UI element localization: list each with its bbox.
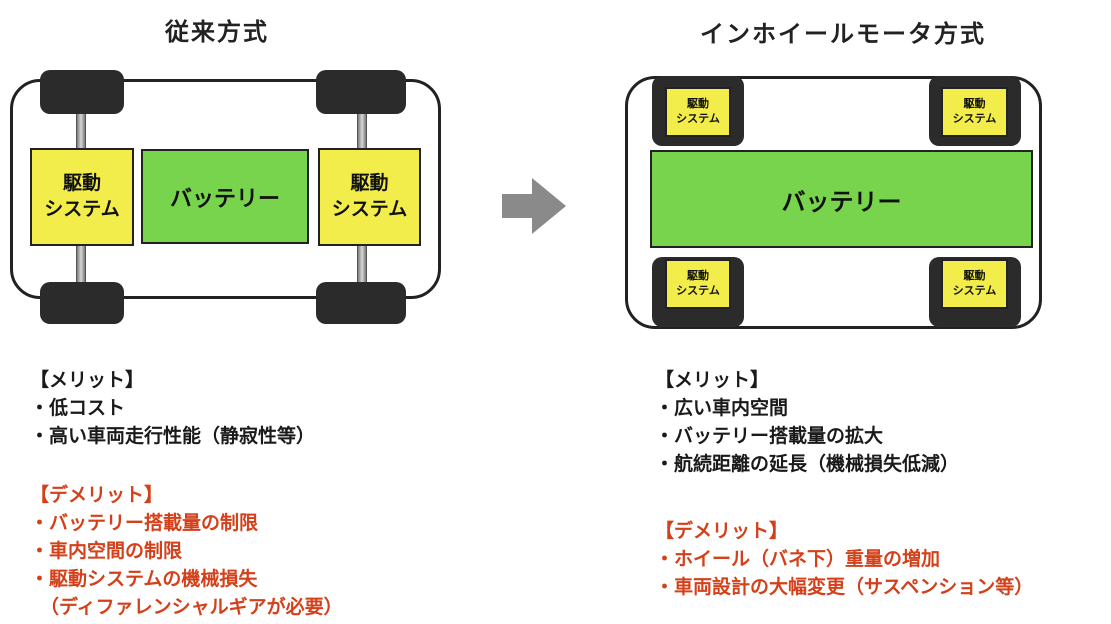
left-wheel-rear-bottom: [316, 282, 406, 324]
left-battery: バッテリー: [141, 149, 309, 244]
right-demerit-list: 【デメリット】 ・ホイール（バネ下）重量の増加 ・車両設計の大幅変更（サスペンシ…: [655, 517, 1033, 601]
right-arrow-icon: [502, 178, 566, 234]
right-drive-system-rear-bottom: 駆動システム: [941, 259, 1008, 309]
demerit-heading: 【デメリット】: [30, 484, 164, 506]
demerit-item: ・バッテリー搭載量の制限: [30, 512, 259, 534]
drive-label-line1: 駆動: [963, 97, 986, 111]
demerit-item: ・駆動システムの機械損失: [30, 568, 258, 590]
drive-label-line1: 駆動: [963, 269, 986, 283]
demerit-item: ・車内空間の制限: [30, 540, 183, 562]
right-merit-list: 【メリット】 ・広い車内空間 ・バッテリー搭載量の拡大 ・航続距離の延長（機械損…: [655, 366, 959, 478]
left-front-drive-system: 駆動システム: [30, 148, 134, 246]
demerit-item: ・車両設計の大幅変更（サスペンション等）: [655, 576, 1034, 598]
drive-label-line2: システム: [952, 284, 997, 297]
drive-label-line1: 駆動: [62, 172, 101, 195]
demerit-item: ・ホイール（バネ下）重量の増加: [655, 548, 941, 570]
left-title: 従来方式: [165, 18, 269, 46]
right-drive-system-front-bottom: 駆動システム: [665, 259, 731, 309]
drive-label-line2: システム: [676, 284, 720, 297]
right-drive-system-rear-top: 駆動システム: [941, 87, 1008, 137]
merit-heading: 【メリット】: [30, 369, 145, 391]
drive-label-line2: システム: [44, 198, 120, 220]
left-rear-drive-system: 駆動システム: [318, 148, 421, 246]
left-wheel-front-top: [40, 70, 124, 114]
drive-label-line1: 駆動: [686, 269, 709, 283]
left-rear-axle-upper: [357, 112, 367, 152]
merit-item: ・バッテリー搭載量の拡大: [655, 425, 884, 447]
battery-label: バッテリー: [169, 186, 280, 212]
drive-label-line1: 駆動: [350, 172, 389, 195]
drive-label-line2: システム: [952, 112, 997, 125]
drive-label-line2: システム: [676, 112, 720, 125]
right-drive-system-front-top: 駆動システム: [665, 87, 731, 137]
left-merit-list: 【メリット】 ・低コスト ・高い車両走行性能（静寂性等）: [30, 366, 315, 450]
right-title: インホイールモータ方式: [700, 20, 986, 48]
merit-item: ・高い車両走行性能（静寂性等）: [30, 425, 316, 447]
demerit-heading: 【デメリット】: [655, 520, 789, 542]
merit-item: ・広い車内空間: [655, 397, 789, 419]
left-demerit-list: 【デメリット】 ・バッテリー搭載量の制限 ・車内空間の制限 ・駆動システムの機械…: [30, 481, 343, 621]
drive-label-line1: 駆動: [686, 97, 709, 111]
battery-label: バッテリー: [781, 187, 902, 216]
left-front-axle-lower: [76, 245, 86, 285]
left-wheel-front-bottom: [40, 282, 124, 324]
merit-item: ・低コスト: [30, 397, 126, 419]
right-battery: バッテリー: [650, 150, 1033, 248]
demerit-item: （ディファレンシャルギアが必要）: [40, 596, 343, 618]
drive-label-line2: システム: [331, 198, 408, 220]
merit-heading: 【メリット】: [655, 369, 770, 391]
left-front-axle-upper: [76, 112, 86, 152]
left-wheel-rear-top: [316, 70, 406, 114]
merit-item: ・航続距離の延長（機械損失低減）: [655, 453, 960, 475]
left-rear-axle-lower: [357, 245, 367, 285]
